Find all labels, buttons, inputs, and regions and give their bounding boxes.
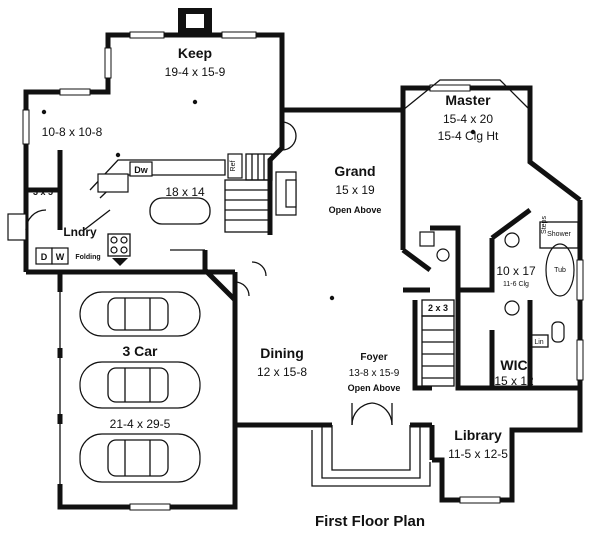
kitchen-dims: 18 x 14 bbox=[165, 185, 205, 199]
car-1 bbox=[79, 291, 201, 337]
ref-label: Ref bbox=[230, 161, 237, 172]
dining-dims: 12 x 15-8 bbox=[257, 365, 307, 379]
master-ceiling: 15-4 Clg Ht bbox=[438, 129, 499, 143]
entry-doors bbox=[351, 402, 393, 426]
dishwasher bbox=[129, 161, 153, 177]
library-dims: 11-5 x 12-5 bbox=[448, 447, 508, 461]
wic-name: WIC bbox=[500, 357, 527, 373]
kitchen-counters bbox=[83, 159, 226, 266]
interior-doors bbox=[234, 121, 297, 297]
laundry-door bbox=[25, 209, 47, 231]
ceiling-lights bbox=[41, 99, 476, 301]
master-bath-fixtures bbox=[419, 221, 579, 348]
master-bay bbox=[402, 79, 531, 111]
dining-name: Dining bbox=[260, 345, 304, 361]
washer-label: W bbox=[56, 252, 65, 262]
grand-name: Grand bbox=[334, 163, 375, 179]
bath-dims: 10 x 17 bbox=[496, 264, 536, 278]
refrigerator bbox=[227, 153, 243, 179]
wic-dims: 15 x 12 bbox=[494, 374, 534, 388]
fixture-labels: Dw Ref D W Folding Shower Tub Lin Steps bbox=[35, 161, 572, 346]
windows bbox=[22, 31, 584, 511]
folding-label: Folding bbox=[75, 254, 100, 261]
laundry-door-arc bbox=[7, 213, 27, 241]
garage-cars bbox=[79, 291, 201, 483]
plan-caption: First Floor Plan bbox=[315, 513, 425, 530]
bath-ceiling: 11-6 Clg bbox=[503, 281, 529, 288]
garage-door-openings bbox=[57, 292, 63, 484]
foyer-dims: 13-8 x 15-9 bbox=[349, 368, 400, 379]
grand-dims: 15 x 19 bbox=[335, 183, 375, 197]
entry-steps bbox=[311, 425, 431, 487]
nook-dims: 10-8 x 10-8 bbox=[42, 125, 103, 139]
grand-note: Open Above bbox=[329, 205, 382, 215]
dw-label: Dw bbox=[134, 165, 148, 175]
library-name: Library bbox=[454, 427, 502, 443]
pantry-dims: 3 x 5 bbox=[33, 187, 53, 197]
fireplace bbox=[275, 171, 297, 216]
grand-stairs bbox=[224, 153, 273, 233]
car-3 bbox=[79, 433, 201, 483]
lin-label: Lin bbox=[534, 339, 543, 346]
master-name: Master bbox=[445, 92, 491, 108]
closet-dims: 2 x 3 bbox=[428, 303, 448, 313]
shower-label: Shower bbox=[547, 231, 571, 238]
master-dims: 15-4 x 20 bbox=[443, 112, 493, 126]
laundry-name: Lndry bbox=[63, 225, 97, 239]
garage-name: 3 Car bbox=[122, 343, 158, 359]
steps-label: Steps bbox=[541, 216, 548, 234]
foyer-note: Open Above bbox=[348, 383, 401, 393]
tub-label: Tub bbox=[554, 267, 566, 274]
dryer-label: D bbox=[41, 252, 48, 262]
room-labels: Keep 19-4 x 15-9 10-8 x 10-8 18 x 14 Gra… bbox=[33, 45, 536, 461]
car-2 bbox=[79, 361, 201, 409]
keep-dims: 19-4 x 15-9 bbox=[165, 65, 226, 79]
keep-name: Keep bbox=[178, 45, 212, 61]
foyer-name: Foyer bbox=[360, 352, 387, 363]
foyer-stairs bbox=[421, 299, 455, 387]
garage-dims: 21-4 x 29-5 bbox=[110, 417, 171, 431]
